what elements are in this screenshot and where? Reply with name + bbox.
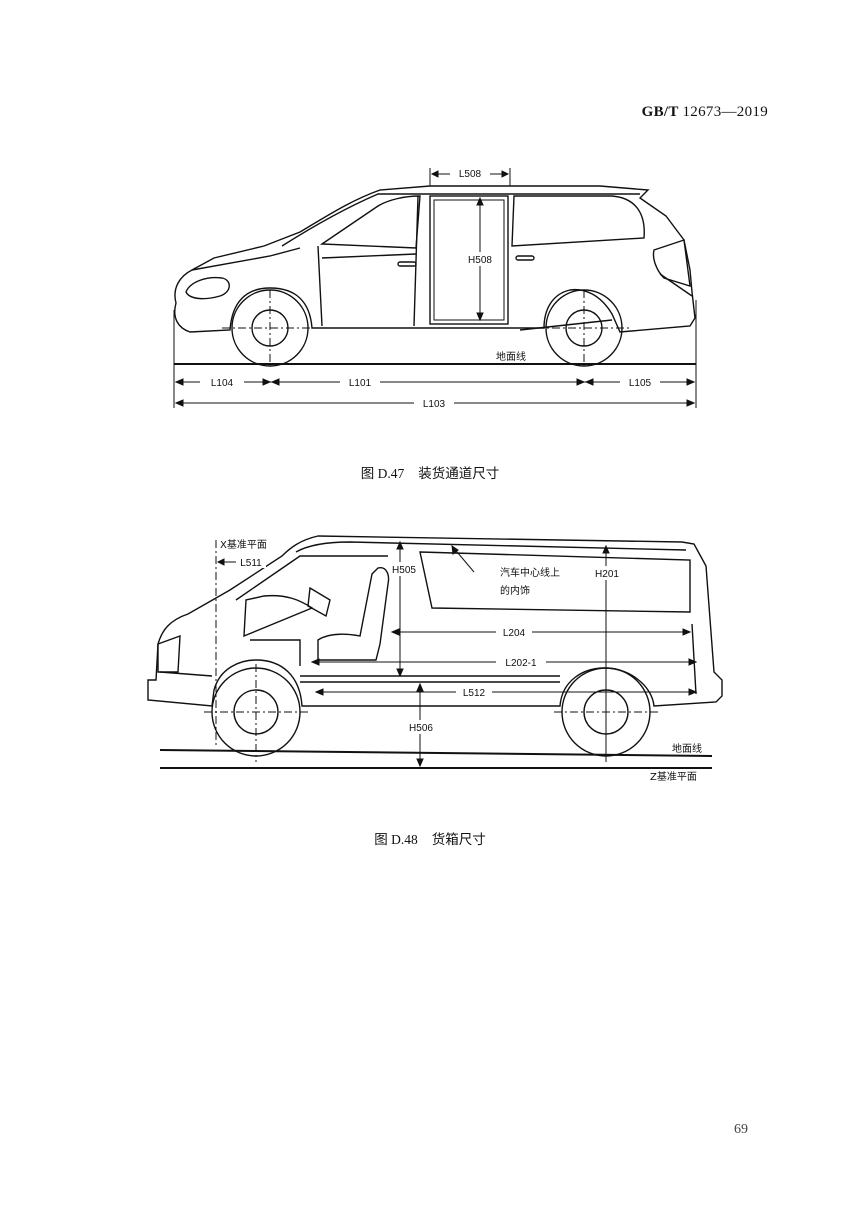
page-number: 69 bbox=[734, 1122, 748, 1137]
label-z-plane: Z基准平面 bbox=[650, 770, 697, 783]
rear-window bbox=[511, 195, 645, 247]
label-trim-line2: 的内饰 bbox=[500, 584, 530, 597]
front-door-handle bbox=[397, 261, 417, 267]
label-l202: L202-1 bbox=[505, 658, 537, 669]
headlight bbox=[157, 634, 181, 673]
ground-line bbox=[159, 749, 713, 757]
figure-d48-caption: 图 D.48 货箱尺寸 bbox=[0, 828, 860, 848]
van-body-outline bbox=[174, 185, 696, 333]
windshield bbox=[235, 555, 388, 601]
label-x-plane: X基准平面 bbox=[220, 538, 267, 551]
tail-light bbox=[652, 239, 691, 287]
roof-line bbox=[281, 193, 640, 247]
cargo-box-diagram: X基准平面 L511 H505 汽车中心线上 的内饰 H201 L204 L20… bbox=[147, 535, 723, 783]
label-l101: L101 bbox=[349, 378, 372, 389]
label-h201: H201 bbox=[595, 569, 619, 580]
standard-code: GB/T bbox=[641, 104, 679, 120]
steering-wheel bbox=[307, 586, 331, 618]
dashboard bbox=[243, 594, 314, 638]
rocker-line bbox=[300, 675, 560, 683]
sliding-door-opening bbox=[429, 195, 509, 325]
front-window bbox=[319, 195, 421, 249]
label-l105: L105 bbox=[629, 378, 652, 389]
label-ground: 地面线 bbox=[496, 350, 526, 363]
label-l103: L103 bbox=[423, 399, 446, 410]
interior-wall bbox=[250, 623, 697, 695]
caption-id: 图 D.47 bbox=[360, 466, 405, 481]
roof-line bbox=[295, 541, 687, 553]
label-h508: H508 bbox=[468, 255, 492, 266]
label-l508: L508 bbox=[459, 169, 482, 180]
label-l204: L204 bbox=[503, 628, 526, 639]
caption-id: 图 D.48 bbox=[374, 832, 418, 847]
label-ground: 地面线 bbox=[672, 742, 702, 755]
label-l511: L511 bbox=[240, 558, 262, 569]
rear-door-handle bbox=[515, 255, 535, 261]
front-wheel bbox=[204, 664, 308, 762]
standard-header: GB/T 12673—2019 bbox=[642, 104, 768, 121]
label-l104: L104 bbox=[211, 378, 234, 389]
caption-title: 装货通道尺寸 bbox=[418, 466, 500, 482]
driver-seat bbox=[317, 567, 390, 661]
label-trim-line1: 汽车中心线上 bbox=[500, 566, 560, 579]
front-wheel bbox=[222, 289, 318, 367]
caption-title: 货箱尺寸 bbox=[431, 832, 486, 848]
door-belt-line bbox=[321, 253, 417, 259]
rear-wheel bbox=[536, 289, 632, 367]
label-h505: H505 bbox=[392, 565, 416, 576]
hood-line bbox=[191, 247, 301, 271]
headlight bbox=[185, 276, 230, 300]
label-l512: L512 bbox=[463, 688, 486, 699]
figure-d47-caption: 图 D.47 装货通道尺寸 bbox=[0, 462, 860, 482]
cargo-window bbox=[419, 551, 691, 613]
front-door bbox=[317, 195, 419, 327]
loading-passage-diagram: L508 H508 地面线 L104 L101 L105 L103 bbox=[173, 166, 697, 410]
standard-number: 12673—2019 bbox=[682, 104, 768, 120]
label-h506: H506 bbox=[409, 723, 433, 734]
